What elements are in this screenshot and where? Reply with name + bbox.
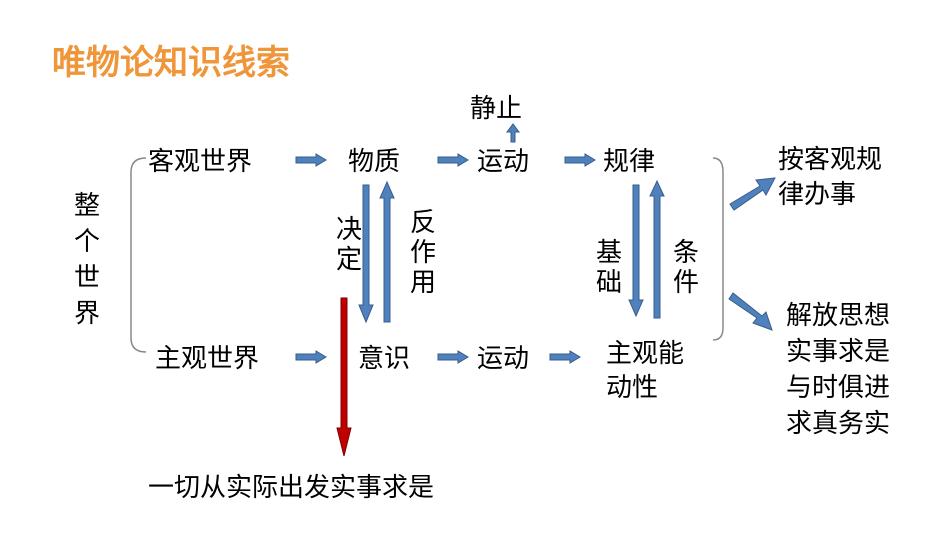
arrow-motion-to-law [564,153,596,167]
matter-label: 物质 [348,147,401,177]
objective-world-label: 客观世界 [148,147,253,177]
conclusion-label: 一切从实际出发实事求是 [148,473,435,503]
condition-label: 条件 [672,238,699,298]
arrow-to-act-by-law [729,177,776,211]
arrow-consciousness-to-motion [437,350,469,364]
determines-label: 决定 [335,215,362,275]
emancipate-line1: 解放思想 [786,301,891,331]
reacts-label: 反作用 [409,208,436,298]
page-title: 唯物论知识线索 [52,43,290,83]
arrow-to-conclusion [336,297,352,457]
arrow-motion-to-stillness [506,123,520,143]
right-bracket [712,157,724,341]
basis-label: 基础 [595,238,622,298]
law-label: 规律 [603,147,656,177]
act-by-law-line1: 按客观规 [778,145,883,175]
arrow-condition-up [649,179,665,319]
emancipate-line2: 实事求是 [786,337,891,367]
emancipate-line4: 求真务实 [786,409,891,439]
arrow-basis-down [628,184,644,318]
subjective-world-label: 主观世界 [155,344,260,374]
consciousness-label: 意识 [358,344,411,374]
motion-bottom-label: 运动 [477,344,530,374]
initiative-line1: 主观能 [606,339,685,369]
arrow-subjective-to-consciousness [295,350,327,364]
initiative-line2: 动性 [606,373,659,403]
arrow-matter-to-motion [437,153,469,167]
act-by-law-line2: 律办事 [778,180,857,210]
arrow-objective-to-matter [295,153,327,167]
stillness-label: 静止 [470,94,523,124]
motion-top-label: 运动 [477,147,530,177]
arrow-determines-down [358,184,374,324]
left-bracket [130,157,147,353]
arrow-motion-to-initiative [549,350,581,364]
arrow-to-emancipate [728,292,773,331]
whole-world-label: 整个世界 [73,191,100,329]
emancipate-line3: 与时俱进 [786,373,891,403]
arrow-reacts-up [379,180,395,323]
